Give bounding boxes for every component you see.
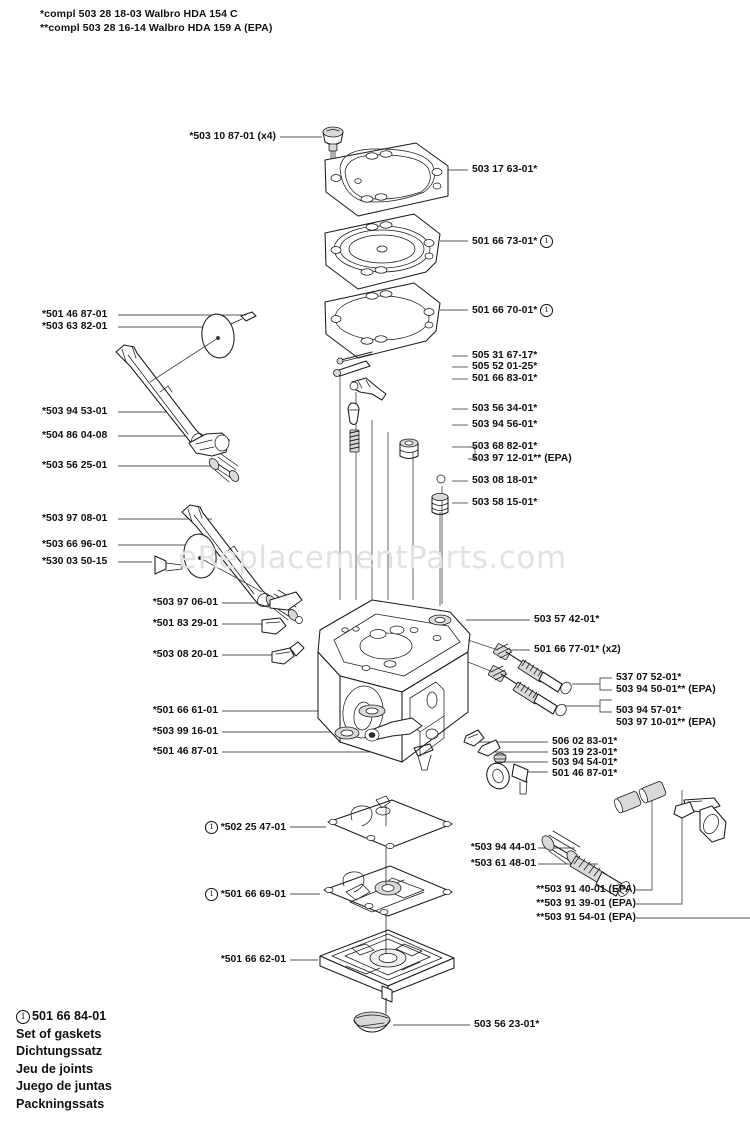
callout-welch-plug-a-epa: 503 97 12-01** (EPA) bbox=[472, 453, 572, 464]
callout-metering-diaphragm: 1 *501 66 69-01 bbox=[0, 888, 286, 901]
callout-choke-detent-spring: *503 97 06-01 bbox=[152, 597, 218, 608]
callout-gasket-washer: *501 66 61-01 bbox=[152, 705, 218, 716]
watermark: eReplacementParts.com bbox=[178, 540, 567, 576]
callout-inlet-needle-pin: 505 31 67-17* bbox=[472, 350, 538, 361]
callout-spring-pair-a: *503 94 44-01 bbox=[470, 842, 536, 853]
callout-choke-screw: *530 03 50-15 bbox=[42, 556, 108, 567]
callout-high-needle: 537 07 52-01* bbox=[616, 672, 682, 683]
callout-pump-diaphragm: 501 66 73-01* 1 bbox=[472, 235, 553, 248]
callout-metering-gasket-text: *502 25 47-01 bbox=[220, 822, 286, 833]
callout-throttle-stop-lever: *503 99 16-01 bbox=[152, 726, 218, 737]
callout-low-needle-epa: 503 97 10-01** (EPA) bbox=[616, 717, 716, 728]
callout-pump-gasket: 501 66 70-01* 1 bbox=[472, 304, 553, 317]
header-compl-codes: *compl 503 28 18-03 Walbro HDA 154 C **c… bbox=[40, 8, 272, 35]
callout-body-plug: 503 57 42-01* bbox=[534, 614, 600, 625]
header-line-2: **compl 503 28 16-14 Walbro HDA 159 A (E… bbox=[40, 21, 273, 34]
header-line-1: *compl 503 28 18-03 Walbro HDA 154 C bbox=[40, 8, 238, 20]
callout-idle-screw: *501 46 87-01 bbox=[152, 746, 218, 757]
callout-pump-gasket-text: 501 66 70-01* bbox=[472, 305, 538, 316]
callout-cover-screw: 503 56 23-01* bbox=[474, 1019, 540, 1030]
gasket-set-marker-icon: 1 bbox=[205, 821, 218, 834]
callout-low-needle: 503 94 57-01* bbox=[616, 705, 682, 716]
callout-welch-plug-b: 503 58 15-01* bbox=[472, 497, 538, 508]
callout-screw-b: 501 46 87-01* bbox=[552, 768, 618, 779]
gasket-set-marker-icon: 1 bbox=[540, 304, 553, 317]
callout-choke-shaft: *503 97 08-01 bbox=[42, 513, 108, 524]
gasket-set-marker-icon: 1 bbox=[205, 888, 218, 901]
callout-throttle-lever: *504 86 04-08 bbox=[42, 430, 108, 441]
callout-throttle-screw-a: *501 46 87-01 bbox=[42, 309, 108, 320]
callout-metering-spring: 503 94 56-01* bbox=[472, 419, 538, 430]
legend-name-de: Dichtungssatz bbox=[16, 1044, 103, 1058]
callout-pump-cover: 503 17 63-01* bbox=[472, 164, 538, 175]
callout-epa-limiter-a: **503 91 40-01 (EPA) bbox=[536, 884, 636, 895]
callout-throttle-return-spring: *503 56 25-01 bbox=[42, 460, 108, 471]
callout-throttle-plate: *503 63 82-01 bbox=[42, 321, 108, 332]
gasket-set-marker-icon: 1 bbox=[540, 235, 553, 248]
callout-inlet-needle: 503 56 34-01* bbox=[472, 403, 538, 414]
callout-check-valve: 503 08 18-01* bbox=[472, 475, 538, 486]
callout-screw-x4: *503 10 87-01 (x4) bbox=[189, 131, 276, 142]
callout-metering-diaphragm-text: *501 66 69-01 bbox=[220, 889, 286, 900]
callout-limiter-cap-x2: 501 66 77-01* (x2) bbox=[534, 644, 621, 655]
callout-high-needle-epa: 503 94 50-01** (EPA) bbox=[616, 684, 716, 695]
legend-part-number: 501 66 84-01 bbox=[32, 1009, 107, 1023]
callout-choke-plate: *503 66 96-01 bbox=[42, 539, 108, 550]
callout-circlip: 505 52 01-25* bbox=[472, 361, 538, 372]
callout-epa-limiter-c: **503 91 54-01 (EPA) bbox=[536, 912, 636, 923]
callout-fuel-inlet-nipple: *503 08 20-01 bbox=[152, 649, 218, 660]
callout-spring-pair-b: *503 61 48-01 bbox=[470, 858, 536, 869]
callout-welch-plug-a: 503 68 82-01* bbox=[472, 441, 538, 452]
legend-name-sv: Packningssats bbox=[16, 1096, 105, 1111]
callout-metering-cover: *501 66 62-01 bbox=[220, 954, 286, 965]
legend-name-en: Set of gaskets bbox=[16, 1026, 102, 1041]
callout-detent-ball: *501 83 29-01 bbox=[152, 618, 218, 629]
legend-name-fr: Jeu de joints bbox=[16, 1061, 93, 1076]
callout-metering-lever: 501 66 83-01* bbox=[472, 373, 538, 384]
callout-metering-gasket: 1 *502 25 47-01 bbox=[0, 821, 286, 834]
callout-idle-spring: 506 02 83-01* bbox=[552, 736, 618, 747]
callout-epa-limiter-b: **503 91 39-01 (EPA) bbox=[536, 898, 636, 909]
gasket-set-marker-icon: 1 bbox=[16, 1010, 30, 1024]
callout-throttle-shaft: *503 94 53-01 bbox=[42, 406, 108, 417]
legend-name-es: Juego de juntas bbox=[16, 1079, 112, 1093]
callout-idle-adjust: 503 19 23-01* bbox=[552, 747, 618, 758]
callout-pump-diaphragm-text: 501 66 73-01* bbox=[472, 236, 538, 247]
callout-throttle-stop: 503 94 54-01* bbox=[552, 757, 618, 768]
